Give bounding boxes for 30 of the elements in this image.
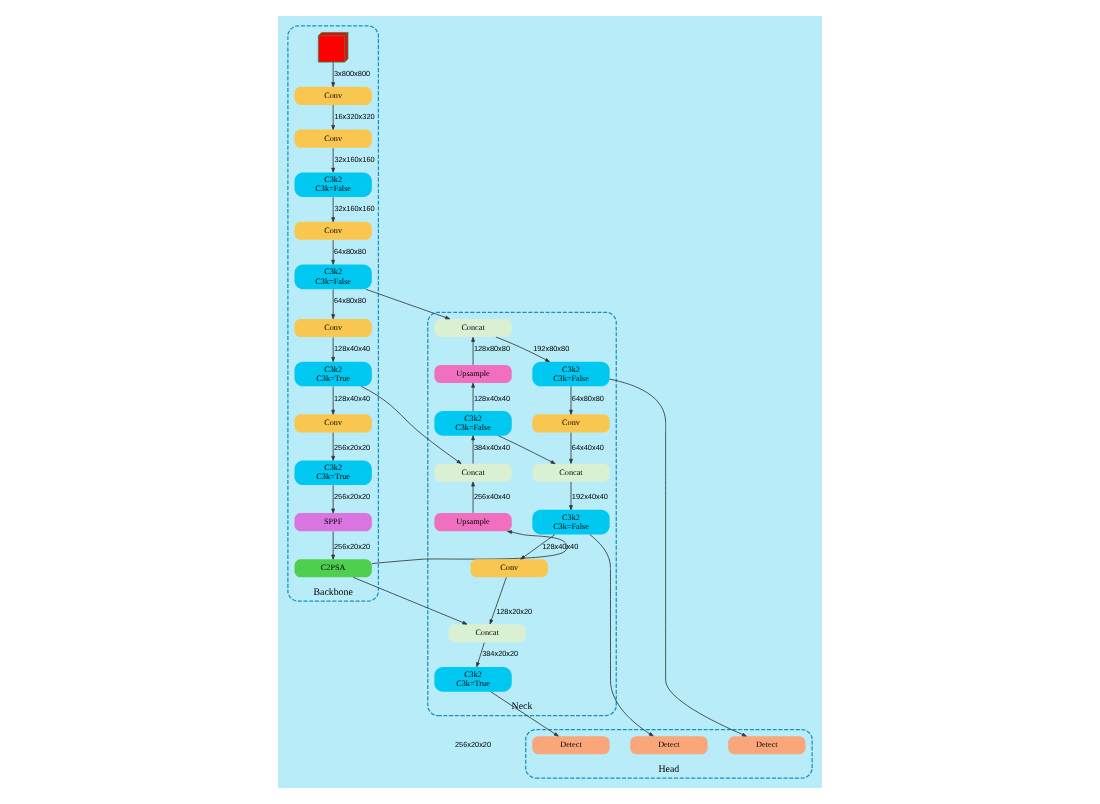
arrow bbox=[569, 432, 573, 464]
arrow bbox=[331, 104, 335, 130]
arrow bbox=[476, 642, 485, 668]
arrow bbox=[471, 336, 475, 366]
arrow bbox=[471, 382, 475, 412]
arrow bbox=[331, 484, 335, 514]
arrow bbox=[490, 691, 559, 737]
arrow bbox=[471, 481, 475, 514]
arrow bbox=[589, 534, 654, 737]
arrow bbox=[520, 534, 556, 560]
arrow bbox=[371, 530, 568, 564]
arrow bbox=[331, 289, 335, 320]
arrow bbox=[498, 435, 556, 465]
arrow bbox=[365, 288, 451, 320]
arrow bbox=[331, 386, 335, 415]
arrow bbox=[331, 432, 335, 461]
arrow bbox=[360, 385, 462, 464]
arrow bbox=[495, 336, 550, 363]
arrow bbox=[489, 576, 507, 625]
arrow bbox=[331, 61, 335, 88]
arrow bbox=[569, 481, 573, 511]
arrow bbox=[331, 531, 335, 560]
arrow bbox=[609, 378, 747, 737]
arrow bbox=[331, 147, 335, 173]
arrow bbox=[331, 239, 335, 265]
arrow bbox=[331, 196, 335, 223]
arrow bbox=[471, 435, 475, 465]
arrow bbox=[569, 386, 573, 415]
arrow bbox=[331, 336, 335, 362]
arrow bbox=[352, 576, 468, 625]
